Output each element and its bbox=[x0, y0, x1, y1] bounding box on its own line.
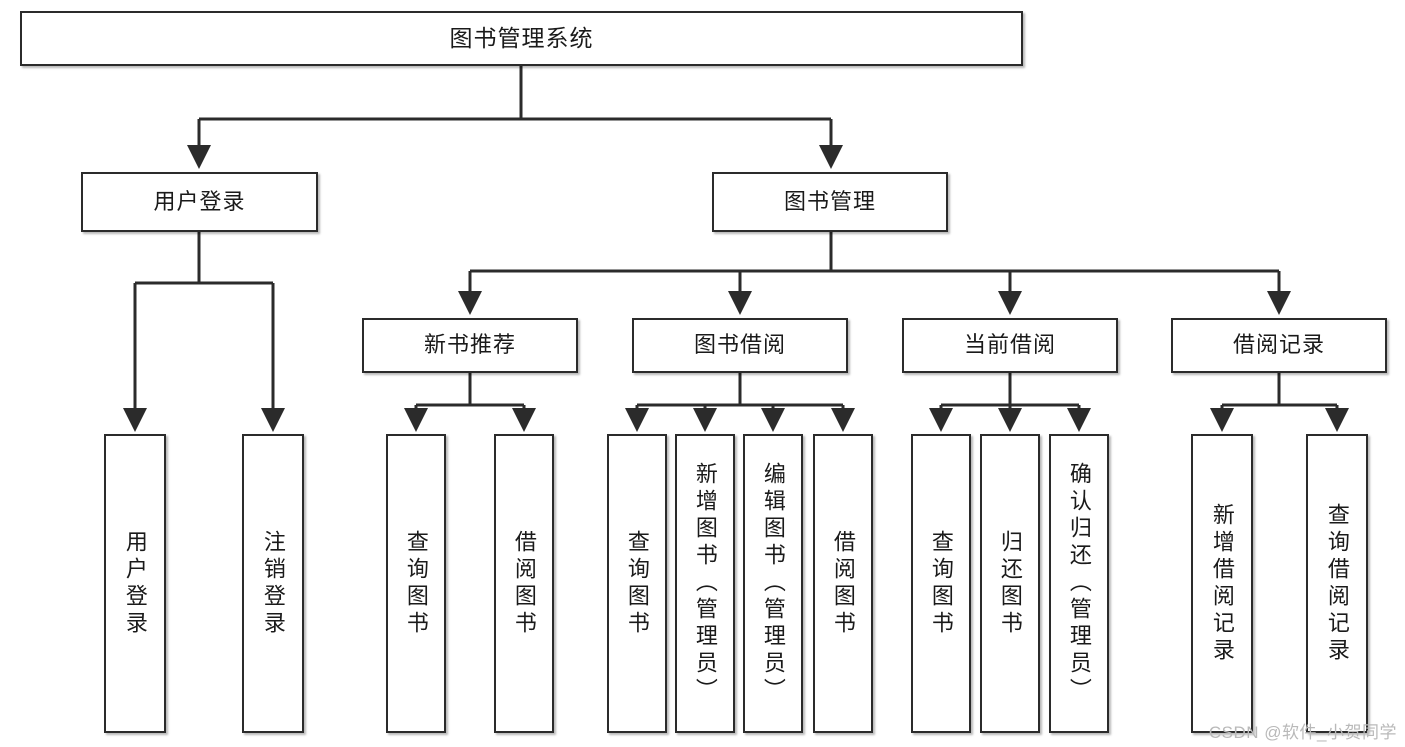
node-leaf-current-borrow-2[interactable]: 归还图书 bbox=[980, 434, 1040, 733]
node-new-book-label: 新书推荐 bbox=[423, 332, 516, 358]
node-leaf-borrow-record-1-label: 新增借阅记录 bbox=[1209, 502, 1235, 665]
node-leaf-current-borrow-3[interactable]: 确认归还（管理员） bbox=[1049, 434, 1109, 733]
node-leaf-borrow-record-2[interactable]: 查询借阅记录 bbox=[1306, 434, 1368, 733]
node-leaf-user-login-2[interactable]: 注销登录 bbox=[242, 434, 304, 733]
node-root-label: 图书管理系统 bbox=[449, 24, 594, 51]
node-leaf-book-borrow-3-label: 编辑图书（管理员） bbox=[760, 462, 786, 705]
node-leaf-new-book-1[interactable]: 查询图书 bbox=[386, 434, 446, 733]
node-leaf-borrow-record-2-label: 查询借阅记录 bbox=[1324, 502, 1350, 665]
node-leaf-user-login-1-label: 用户登录 bbox=[122, 529, 148, 638]
node-leaf-borrow-record-1[interactable]: 新增借阅记录 bbox=[1191, 434, 1253, 733]
node-leaf-current-borrow-2-label: 归还图书 bbox=[997, 529, 1023, 638]
node-user-login[interactable]: 用户登录 bbox=[81, 172, 318, 232]
node-leaf-user-login-2-label: 注销登录 bbox=[260, 529, 286, 638]
node-leaf-book-borrow-3[interactable]: 编辑图书（管理员） bbox=[743, 434, 803, 733]
node-leaf-user-login-1[interactable]: 用户登录 bbox=[104, 434, 166, 733]
node-borrow-record-label: 借阅记录 bbox=[1232, 332, 1325, 358]
node-leaf-book-borrow-2-label: 新增图书（管理员） bbox=[692, 462, 718, 705]
node-leaf-new-book-2[interactable]: 借阅图书 bbox=[494, 434, 554, 733]
csdn-watermark: CSDN @软件_小贺同学 bbox=[1208, 723, 1397, 742]
node-leaf-new-book-1-label: 查询图书 bbox=[403, 529, 429, 638]
node-borrow-record[interactable]: 借阅记录 bbox=[1171, 318, 1387, 373]
node-leaf-book-borrow-1[interactable]: 查询图书 bbox=[607, 434, 667, 733]
node-leaf-book-borrow-1-label: 查询图书 bbox=[624, 529, 650, 638]
node-leaf-book-borrow-4[interactable]: 借阅图书 bbox=[813, 434, 873, 733]
node-leaf-current-borrow-3-label: 确认归还（管理员） bbox=[1066, 462, 1092, 705]
node-leaf-book-borrow-4-label: 借阅图书 bbox=[830, 529, 856, 638]
node-book-borrow[interactable]: 图书借阅 bbox=[632, 318, 848, 373]
node-leaf-new-book-2-label: 借阅图书 bbox=[511, 529, 537, 638]
node-leaf-book-borrow-2[interactable]: 新增图书（管理员） bbox=[675, 434, 735, 733]
node-root[interactable]: 图书管理系统 bbox=[20, 11, 1023, 66]
node-book-manage-label: 图书管理 bbox=[783, 188, 876, 214]
node-new-book[interactable]: 新书推荐 bbox=[362, 318, 578, 373]
node-current-borrow[interactable]: 当前借阅 bbox=[902, 318, 1118, 373]
node-book-borrow-label: 图书借阅 bbox=[693, 332, 786, 358]
node-user-login-label: 用户登录 bbox=[153, 188, 246, 214]
node-leaf-current-borrow-1-label: 查询图书 bbox=[928, 529, 954, 638]
node-leaf-current-borrow-1[interactable]: 查询图书 bbox=[911, 434, 971, 733]
node-current-borrow-label: 当前借阅 bbox=[963, 332, 1056, 358]
node-book-manage[interactable]: 图书管理 bbox=[712, 172, 948, 232]
